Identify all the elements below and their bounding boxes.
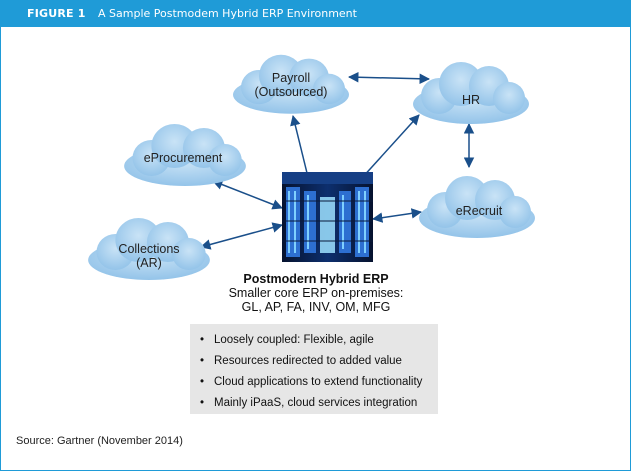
bullet-dot-icon: • xyxy=(200,397,205,409)
bullet-dot-icon: • xyxy=(200,334,205,346)
figure-header: FIGURE 1 A Sample Postmodem Hybrid ERP E… xyxy=(1,1,630,27)
bullet-item: • Mainly iPaaS, cloud services integratio… xyxy=(190,393,438,414)
cloud-hr-label: HR xyxy=(462,93,480,107)
erp-modules: GL, AP, FA, INV, OM, MFG xyxy=(241,300,391,314)
bullet-item: • Cloud applications to extend functional… xyxy=(190,372,438,393)
erp-title: Postmodern Hybrid ERP xyxy=(243,272,389,286)
cloud-collections-label-2: (AR) xyxy=(136,256,162,270)
bullet-text: Cloud applications to extend functionali… xyxy=(214,376,423,388)
bullet-text: Loosely coupled: Flexible, agile xyxy=(214,334,374,346)
bullet-box: • Loosely coupled: Flexible, agile • Resou… xyxy=(190,324,438,414)
cloud-payroll-label-1: Payroll xyxy=(272,71,310,85)
cloud-payroll-label-2: (Outsourced) xyxy=(255,85,328,99)
bullet-text: Resources redirected to added value xyxy=(214,355,402,367)
bullet-item: • Resources redirected to added value xyxy=(190,351,438,372)
cloud-eprocurement-label: eProcurement xyxy=(144,151,223,165)
bullet-list: • Loosely coupled: Flexible, agile • Resou… xyxy=(190,324,438,414)
erp-subtitle: Smaller core ERP on-premises: xyxy=(228,286,404,300)
edge-erp-collections xyxy=(199,222,284,250)
bullet-item: • Loosely coupled: Flexible, agile xyxy=(190,330,438,351)
edge-payroll-hr xyxy=(347,71,431,85)
cloud-collections-label-1: Collections xyxy=(118,242,179,256)
bullet-dot-icon: • xyxy=(200,355,205,367)
bullet-dot-icon: • xyxy=(200,376,205,388)
figure-title: A Sample Postmodem Hybrid ERP Environmen… xyxy=(98,7,357,20)
connectors xyxy=(199,71,475,250)
bullet-text: Mainly iPaaS, cloud services integration xyxy=(214,397,418,409)
edge-erp-eprocurement xyxy=(212,179,283,210)
edge-erp-erecruit xyxy=(371,208,423,223)
figure-number: FIGURE 1 xyxy=(27,7,86,20)
erp-caption: Postmodern Hybrid ERP Smaller core ERP o… xyxy=(191,272,441,314)
cloud-erecruit-label: eRecruit xyxy=(456,204,503,218)
server-room-icon xyxy=(282,172,373,262)
source-note: Source: Gartner (November 2014) xyxy=(16,435,183,447)
edge-erp-payroll xyxy=(290,114,308,174)
edge-erp-hr xyxy=(360,114,420,180)
